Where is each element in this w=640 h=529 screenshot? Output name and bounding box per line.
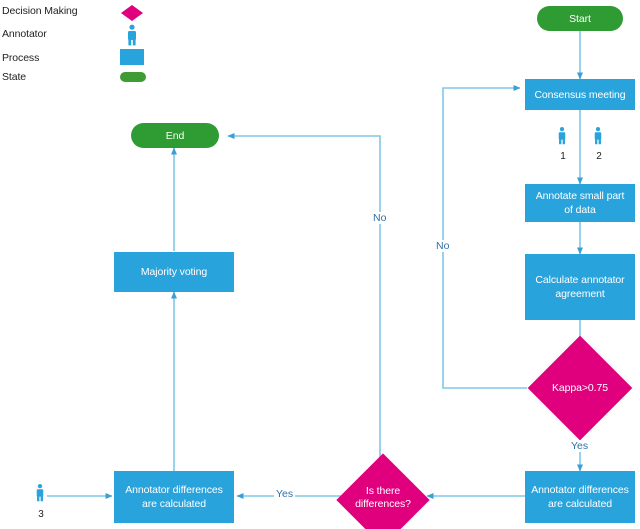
annotator-1-number: 1 [560,151,566,162]
node-consensus-meeting-label: Consensus meeting [534,88,626,101]
node-start-label: Start [569,12,591,25]
edge-label-kappa-no: No [434,240,452,252]
edge-decision-no-to-end [227,133,381,468]
annotator-2-icon [591,124,605,148]
node-calculate-agreement-label: Calculate annotator agreement [535,274,625,300]
edge-label-differences-yes: Yes [274,488,296,500]
node-consensus-meeting[interactable]: Consensus meeting [525,79,635,110]
node-is-there-differences-label: Is there differences? [355,485,411,510]
node-majority-voting-label: Majority voting [140,266,208,278]
node-annotate-small-part-label: Annotate small part of data [535,190,625,216]
legend-label-process: Process [2,52,40,64]
rectangle-icon [120,49,144,65]
annotator-2-number: 2 [596,151,602,162]
legend-label-annotator: Annotator [2,28,47,40]
person-icon [123,24,141,46]
node-annotator-differences-right[interactable]: Annotator differences are calculated [525,471,635,523]
legend-row-process: Process [2,49,39,67]
legend-label-state: State [2,71,27,83]
legend-label-decision-making: Decision Making [2,5,78,17]
annotator-3-icon [33,481,47,505]
node-annotate-small-part[interactable]: Annotate small part of data [525,184,635,222]
node-is-there-differences[interactable]: Is there differences? [333,453,433,529]
edge-kappa-no-loop [442,85,527,389]
node-annotator-differences-right-label: Annotator differences are calculated [531,484,629,510]
annotator-1-icon [555,124,569,148]
node-majority-voting[interactable]: Majority voting [114,252,234,292]
rounded-rectangle-icon [120,72,146,82]
node-kappa-decision-label: Kappa>0.75 [552,381,608,394]
diamond-icon [120,4,144,22]
annotator-3-number: 3 [38,509,44,520]
node-calculate-agreement[interactable]: Calculate annotator agreement [525,254,635,320]
node-kappa-decision[interactable]: Kappa>0.75 [527,335,633,441]
node-annotator-differences-left-label: Annotator differences are calculated [125,484,223,510]
legend-row-state: State [2,68,26,86]
edge-label-kappa-yes: Yes [569,440,591,452]
node-annotator-differences-left[interactable]: Annotator differences are calculated [114,471,234,523]
legend-row-decision-making: Decision Making [2,2,78,20]
legend-row-annotator: Annotator [2,25,47,43]
node-start[interactable]: Start [537,6,623,31]
node-end-label: End [165,129,185,142]
node-end[interactable]: End [131,123,219,148]
edge-label-differences-no: No [371,212,389,224]
